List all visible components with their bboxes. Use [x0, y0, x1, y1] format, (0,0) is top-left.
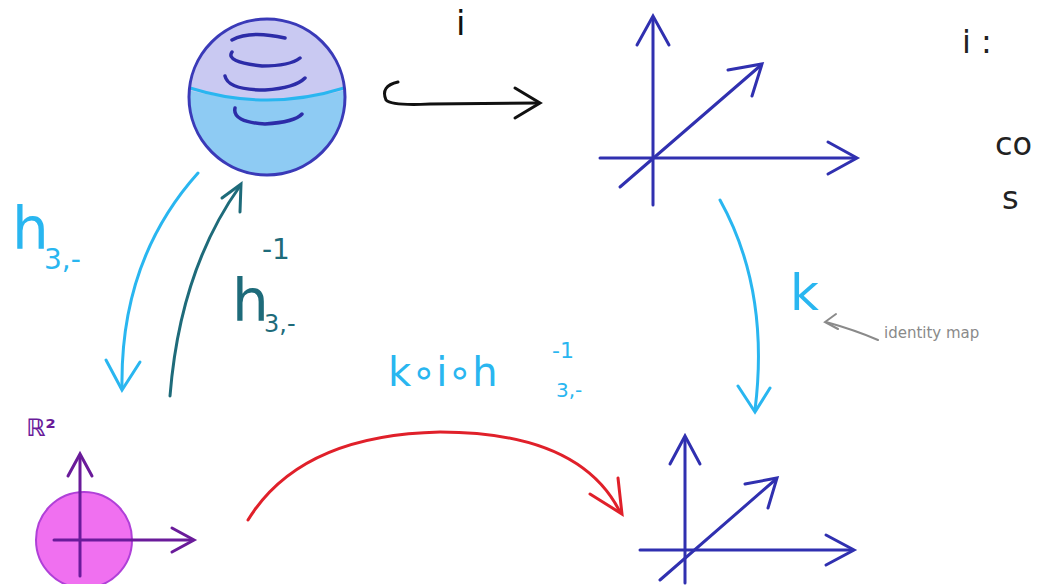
composite-arrow [248, 432, 622, 520]
side-note: i : [962, 26, 992, 58]
arrow-label: i [456, 6, 465, 40]
note: identity map [884, 326, 979, 341]
side-note: co [995, 128, 1032, 160]
space-label: ℝ² [26, 416, 56, 440]
subscript: 3,- [264, 312, 296, 336]
identity-arrow [720, 200, 770, 412]
chart-arrow [106, 173, 198, 390]
inverse-chart-arrow [170, 184, 241, 396]
subscript: 3,- [556, 380, 582, 400]
disk-figure [22, 416, 204, 584]
arrow-label: k∘i∘h [388, 352, 498, 392]
superscript: -1 [262, 236, 290, 264]
axes-bottom [640, 436, 854, 583]
disk [36, 492, 132, 584]
plane-axes [54, 454, 194, 576]
arrow-label: k [790, 268, 819, 318]
subscript: 3,- [44, 246, 81, 274]
plane-disk: ℝ² [22, 416, 204, 584]
note-pointer [825, 314, 878, 340]
sphere-strokes [225, 34, 305, 124]
sphere-lower [189, 19, 345, 175]
arrow-label: h [232, 272, 269, 330]
inclusion-arrow [385, 82, 541, 118]
sphere-outline [189, 19, 345, 175]
sphere [189, 19, 345, 175]
side-note: s [1002, 182, 1019, 214]
superscript: -1 [552, 340, 574, 362]
axes-top [600, 16, 857, 205]
arrow-label: h [12, 200, 49, 258]
